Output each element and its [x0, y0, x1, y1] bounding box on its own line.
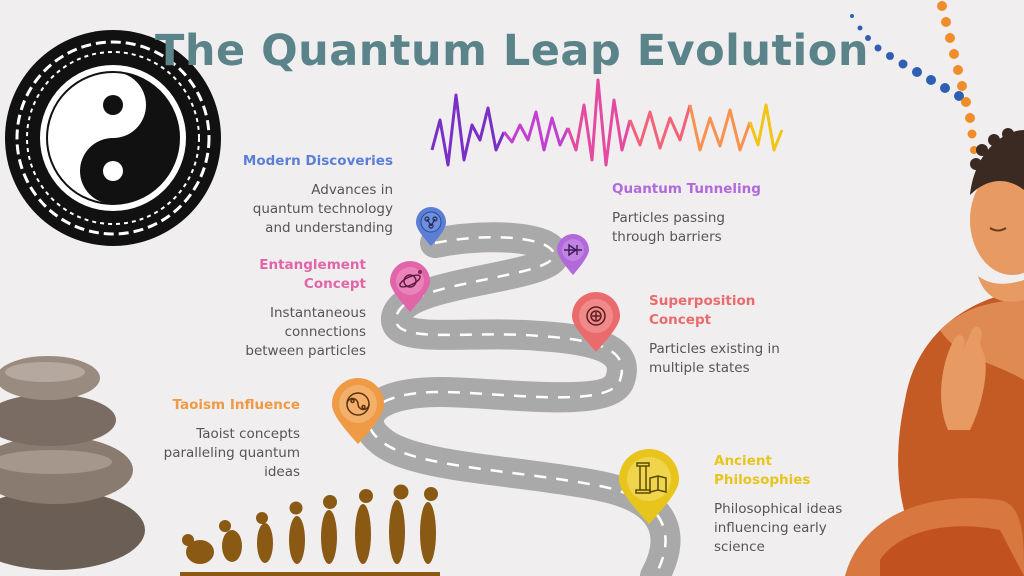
yin-yang-icon [346, 392, 370, 416]
winding-road [353, 222, 681, 576]
milestone-entanglement: Entanglement Concept Instantaneous conne… [150, 256, 366, 361]
sound-wave [430, 78, 784, 167]
milestone-title: Ancient Philosophies [714, 453, 811, 488]
milestone-title: Taoism Influence [172, 397, 300, 413]
milestone-title: Quantum Tunneling [612, 181, 761, 197]
bead-strand [850, 1, 978, 154]
column-book-icon [635, 462, 667, 494]
modern-marker [416, 207, 446, 246]
target-plus-icon [586, 306, 606, 326]
milestone-superposition: Superposition Concept Particles existing… [649, 292, 849, 378]
milestone-description: Advances in quantum technology and under… [252, 182, 393, 236]
milestone-description: Instantaneous connections between partic… [245, 305, 366, 359]
milestone-description: Philosophical ideas influencing early sc… [714, 501, 843, 555]
ancient-marker [619, 449, 679, 524]
milestone-modern: Modern Discoveries Advances in quantum t… [150, 152, 393, 238]
entanglement-marker [390, 261, 430, 312]
people-network-icon [424, 216, 438, 229]
milestone-title: Superposition Concept [649, 293, 756, 328]
milestone-description: Particles existing in multiple states [649, 341, 780, 376]
evolution-silhouettes [180, 484, 440, 576]
tunneling-marker [557, 234, 589, 275]
meditating-buddha [845, 128, 1024, 576]
taoism-marker [332, 378, 384, 444]
milestone-title: Modern Discoveries [242, 153, 393, 169]
milestone-title: Entanglement Concept [259, 257, 366, 292]
milestone-taoism: Taoism Influence Taoist concepts paralle… [100, 396, 300, 482]
diode-icon [564, 243, 582, 257]
milestone-description: Taoist concepts paralleling quantum idea… [163, 426, 300, 480]
milestone-description: Particles passing through barriers [612, 210, 725, 245]
stacked-stones [0, 356, 145, 570]
superposition-marker [572, 292, 620, 352]
milestone-ancient: Ancient Philosophies Philosophical ideas… [714, 452, 854, 557]
yin-yang-medallion [5, 30, 221, 246]
page-title: The Quantum Leap Evolution [155, 26, 869, 76]
planet-icon [399, 270, 422, 288]
milestone-tunneling: Quantum Tunneling Particles passing thro… [612, 180, 832, 247]
